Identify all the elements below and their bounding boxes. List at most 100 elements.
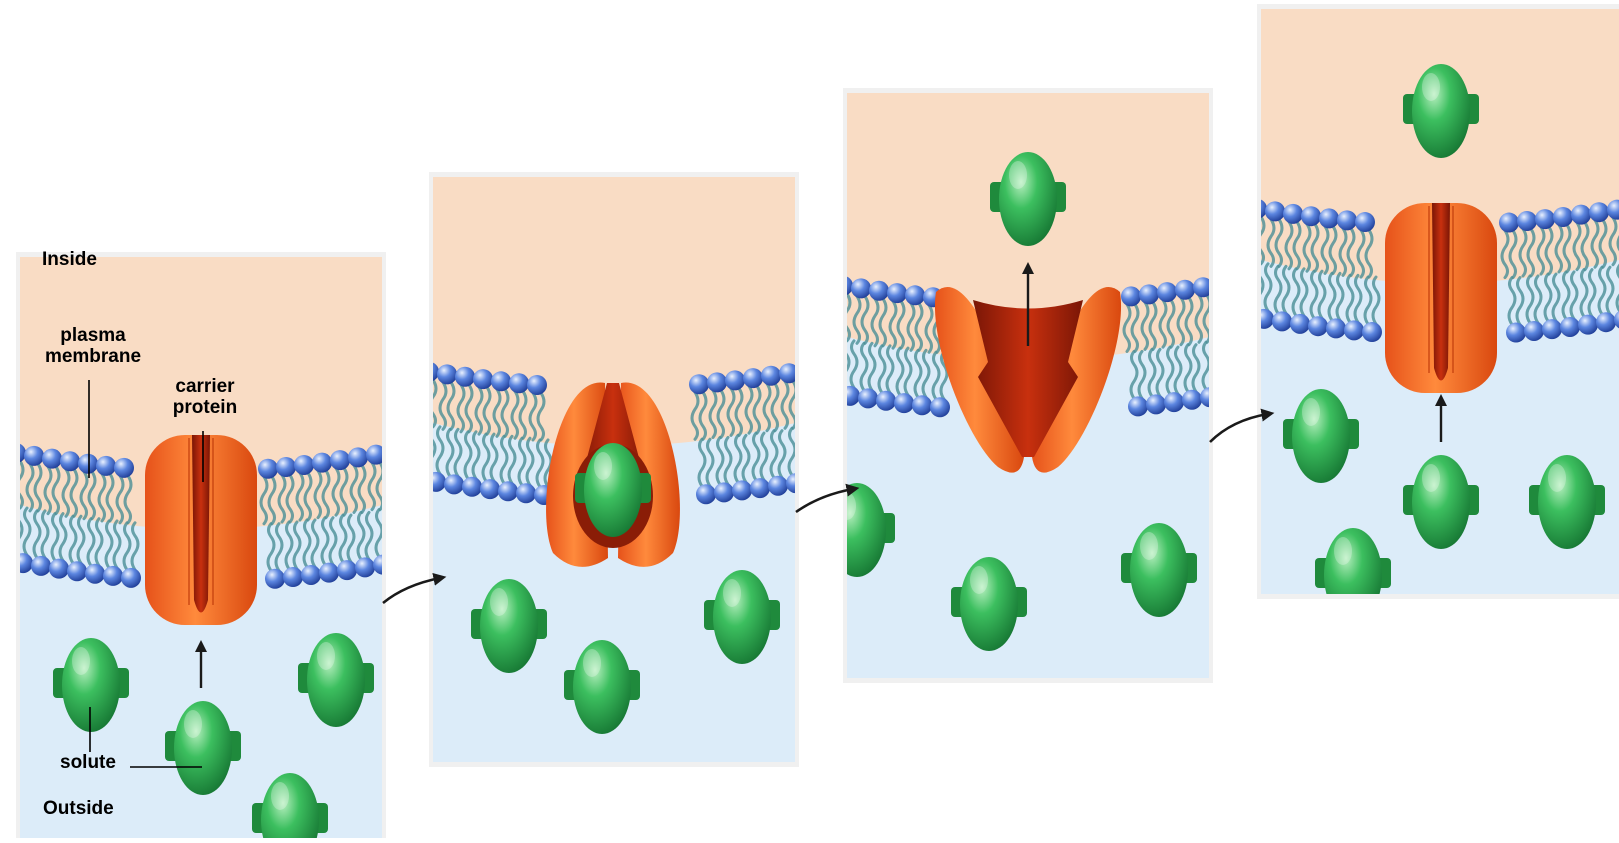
lipid-head	[1290, 314, 1310, 334]
lipid-head	[732, 480, 752, 500]
lipid-head	[689, 374, 709, 394]
lipid-head	[750, 478, 770, 498]
lipid-head	[337, 560, 357, 580]
lipid-head	[509, 373, 529, 393]
lipid-head	[60, 451, 80, 471]
lipid-head	[67, 561, 87, 581]
lipid-head	[276, 457, 296, 477]
lipid-head	[1542, 319, 1562, 339]
lipid-head	[1499, 213, 1519, 233]
lipid-head	[696, 484, 716, 504]
lipid-head	[348, 447, 368, 467]
lipid-head	[1589, 202, 1609, 222]
lipid-head	[869, 281, 889, 301]
lipid-tail	[1250, 217, 1256, 264]
lipid-head	[1355, 212, 1375, 232]
lipid-head	[527, 375, 547, 395]
lipid-head	[78, 454, 98, 474]
lipid-head	[42, 449, 62, 469]
lipid-tail	[9, 461, 15, 508]
lipid-head	[85, 564, 105, 584]
lipid-head	[768, 476, 788, 496]
lipid-head	[1535, 209, 1555, 229]
lipid-head	[912, 395, 932, 415]
lipid-head	[894, 393, 914, 413]
lipid-head	[103, 566, 123, 586]
lipid-head	[761, 366, 781, 386]
lipid-head	[49, 559, 69, 579]
lipid-head	[707, 372, 727, 392]
lipid-head	[480, 479, 500, 499]
lipid-head	[1308, 316, 1328, 336]
lipid-head	[1578, 315, 1598, 335]
lipid-head	[265, 569, 285, 589]
lipid-head	[301, 565, 321, 585]
lipid-head	[1326, 318, 1346, 338]
lipid-head	[905, 285, 925, 305]
lipid-head	[444, 474, 464, 494]
lipid-head	[743, 368, 763, 388]
lipid-head	[355, 557, 375, 577]
lipid-head	[330, 450, 350, 470]
lipid-head	[437, 364, 457, 384]
lipid-head	[283, 567, 303, 587]
lipid-head	[24, 446, 44, 466]
lipid-head	[258, 459, 278, 479]
lipid-head	[319, 563, 339, 583]
lipid-head	[312, 453, 332, 473]
lipid-head	[1157, 282, 1177, 302]
lipid-head	[1128, 396, 1148, 416]
inside-label: Inside	[42, 249, 97, 270]
lipid-head	[491, 371, 511, 391]
lipid-head	[1506, 323, 1526, 343]
lipid-head	[516, 483, 536, 503]
lipid-head	[725, 370, 745, 390]
lipid-head	[1524, 321, 1544, 341]
lipid-head	[887, 283, 907, 303]
lipid-head	[1553, 207, 1573, 227]
lipid-head	[851, 278, 871, 298]
lipid-head	[858, 388, 878, 408]
lipid-head	[1337, 210, 1357, 230]
carrier-protein	[1385, 203, 1497, 393]
lipid-head	[1560, 317, 1580, 337]
lipid-head	[1517, 211, 1537, 231]
lipid-head	[1175, 280, 1195, 300]
lipid-head	[1182, 390, 1202, 410]
lipid-head	[1265, 201, 1285, 221]
lipid-head	[1121, 286, 1141, 306]
carrier-channel	[192, 435, 210, 613]
lipid-head	[1344, 320, 1364, 340]
lipid-head	[1146, 394, 1166, 414]
solute-label: solute	[60, 752, 116, 773]
lipid-head	[473, 369, 493, 389]
carrier-protein-label: carrier protein	[150, 376, 260, 418]
lipid-tail	[836, 294, 842, 341]
lipid-head	[1596, 312, 1616, 332]
lipid-head	[714, 482, 734, 502]
lipid-head	[455, 367, 475, 387]
lipid-head	[1164, 392, 1184, 412]
lipid-head	[31, 556, 51, 576]
lipid-head	[1139, 284, 1159, 304]
lipid-head	[1362, 322, 1382, 342]
lipid-head	[1571, 205, 1591, 225]
lipid-tail	[422, 380, 428, 427]
lipid-head	[294, 455, 314, 475]
lipid-head	[1272, 311, 1292, 331]
lipid-head	[1319, 208, 1339, 228]
lipid-head	[114, 458, 134, 478]
lipid-head	[462, 477, 482, 497]
lipid-head	[876, 391, 896, 411]
lipid-head	[96, 456, 116, 476]
lipid-head	[121, 568, 141, 588]
lipid-head	[1301, 206, 1321, 226]
lipid-head	[930, 397, 950, 417]
lipid-head	[498, 481, 518, 501]
lipid-head	[1283, 204, 1303, 224]
carrier-protein	[145, 435, 257, 625]
plasma-membrane-label: plasma membrane	[38, 325, 148, 367]
carrier-channel	[1432, 203, 1450, 381]
